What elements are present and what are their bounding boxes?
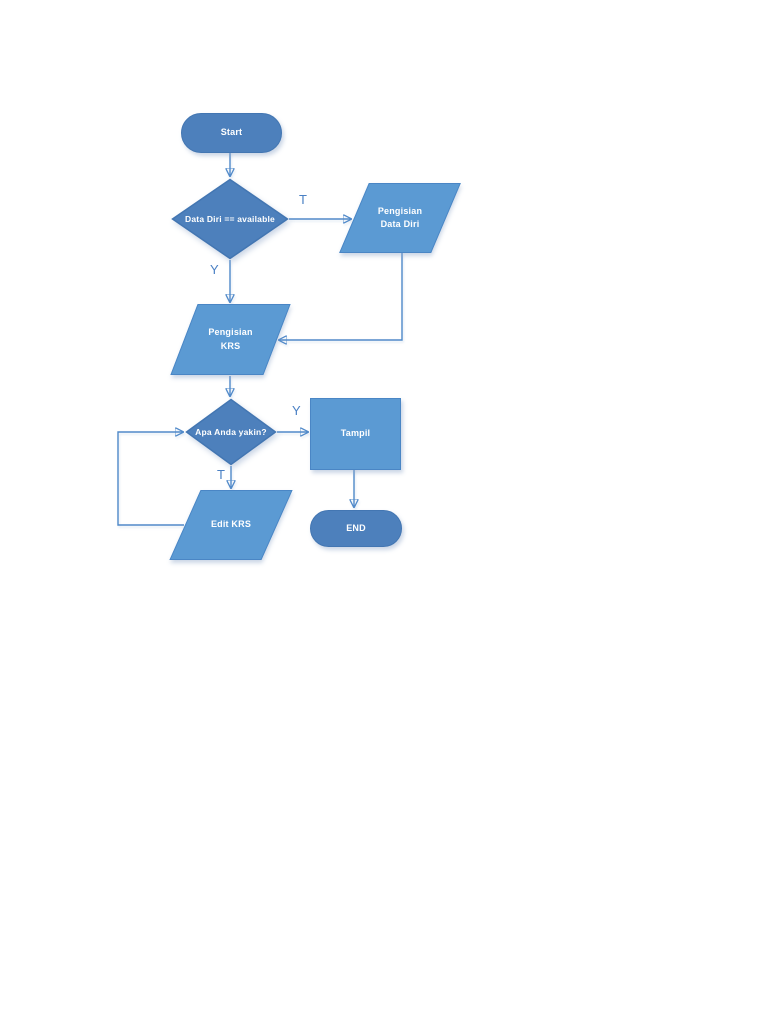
node-tampil: Tampil	[310, 398, 401, 470]
node-tampil-label: Tampil	[340, 428, 371, 439]
diamond-shape	[171, 178, 289, 260]
edge-label-T-data-diri: T	[299, 192, 307, 207]
diamond-shape	[185, 398, 277, 466]
node-pengisian-krs: Pengisian KRS	[170, 304, 291, 375]
node-decision-data-diri: Data Diri == available	[171, 178, 289, 260]
edge-label-T-yakin: T	[217, 467, 225, 482]
node-pengisian-krs-label: Pengisian KRS	[208, 326, 252, 352]
node-edit-krs: Edit KRS	[169, 490, 293, 560]
edge-pengisian-data-diri-to-pengisian-krs	[279, 253, 403, 340]
label-line-2: Data Diri	[380, 219, 420, 229]
label-line-1: Pengisian	[208, 327, 253, 338]
label-line-1: Pengisian	[377, 205, 423, 216]
node-start-label: Start	[220, 127, 243, 138]
label-line-2: KRS	[220, 340, 241, 351]
node-decision-apa-anda-yakin: Apa Anda yakin?	[185, 398, 277, 466]
node-edit-krs-label: Edit KRS	[210, 519, 252, 530]
edge-label-Y-yakin: Y	[292, 403, 301, 418]
node-pengisian-data-diri: Pengisian Data Diri	[339, 183, 461, 253]
edge-edit-krs-loop-to-decision2	[117, 432, 184, 526]
node-start: Start	[181, 113, 282, 153]
node-decision-apa-anda-yakin-label: Apa Anda yakin?	[195, 426, 267, 437]
node-end: END	[310, 510, 402, 547]
node-end-label: END	[346, 522, 366, 533]
node-pengisian-data-diri-label: Pengisian Data Diri	[378, 205, 422, 231]
edge-label-Y-data-diri: Y	[210, 262, 219, 277]
node-decision-data-diri-label: Data Diri == available	[185, 213, 275, 224]
